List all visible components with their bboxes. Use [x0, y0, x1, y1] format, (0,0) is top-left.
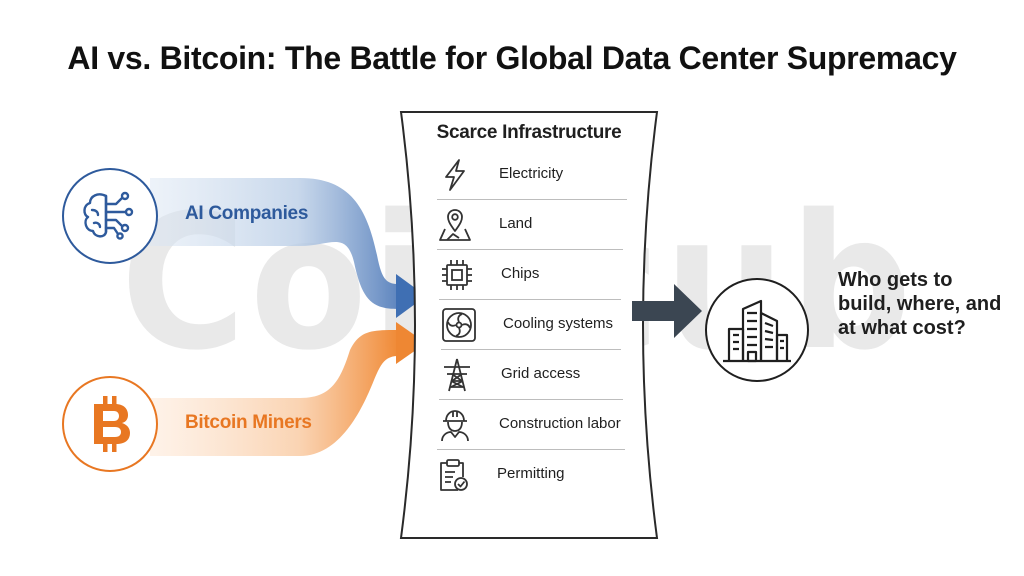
- bitcoin-flow-arrowhead: [396, 322, 426, 364]
- ai-companies-label: AI Companies: [185, 203, 309, 224]
- diagram-title: AI vs. Bitcoin: The Battle for Global Da…: [67, 40, 957, 76]
- panel-outline: [399, 111, 659, 539]
- microchip-icon: [442, 260, 472, 290]
- resource-electricity: Electricity: [437, 150, 627, 200]
- resource-label: Chips: [501, 265, 540, 282]
- cooling-fan-icon: [442, 308, 476, 342]
- bitcoin-icon: [94, 396, 130, 452]
- clipboard-check-icon: [440, 459, 468, 491]
- ai-companies-node: [62, 168, 158, 264]
- divider: [439, 299, 621, 300]
- resource-label: Cooling systems: [503, 315, 614, 332]
- divider: [441, 349, 621, 350]
- office-building-icon: [723, 299, 791, 363]
- ai-flow-arrowhead: [396, 274, 426, 318]
- divider: [437, 199, 627, 200]
- resource-chips: Chips: [439, 250, 621, 300]
- output-arrow: [632, 284, 702, 338]
- brain-circuit-icon: [83, 191, 134, 240]
- resource-label: Electricity: [499, 165, 564, 182]
- resource-label: Permitting: [497, 465, 565, 482]
- map-pin-icon: [439, 209, 471, 241]
- resource-label: Construction labor: [499, 415, 621, 432]
- scarce-infrastructure-panel: Scarce Infrastructure Electricity Land C…: [393, 108, 665, 542]
- divider: [437, 249, 623, 250]
- ai-flow-band: [150, 178, 398, 309]
- outcome-question: Who gets to build, where, and at what co…: [838, 269, 1002, 339]
- resource-label: Grid access: [501, 365, 581, 382]
- data-center-node: [705, 278, 809, 382]
- resource-land: Land: [437, 200, 623, 250]
- resource-permitting: Permitting: [435, 450, 627, 500]
- resource-construction-labor: Construction labor: [437, 400, 625, 450]
- construction-worker-icon: [441, 410, 469, 442]
- divider: [437, 449, 625, 450]
- resource-label: Land: [499, 215, 533, 232]
- resource-grid-access: Grid access: [439, 350, 623, 400]
- divider: [439, 399, 623, 400]
- power-tower-icon: [444, 358, 470, 392]
- bitcoin-miners-label: Bitcoin Miners: [185, 412, 312, 433]
- lightning-bolt-icon: [445, 159, 465, 191]
- bitcoin-miners-node: [62, 376, 158, 472]
- bitcoin-flow-band: [150, 330, 398, 456]
- resource-cooling-systems: Cooling systems: [441, 300, 621, 350]
- panel-title: Scarce Infrastructure: [436, 122, 622, 143]
